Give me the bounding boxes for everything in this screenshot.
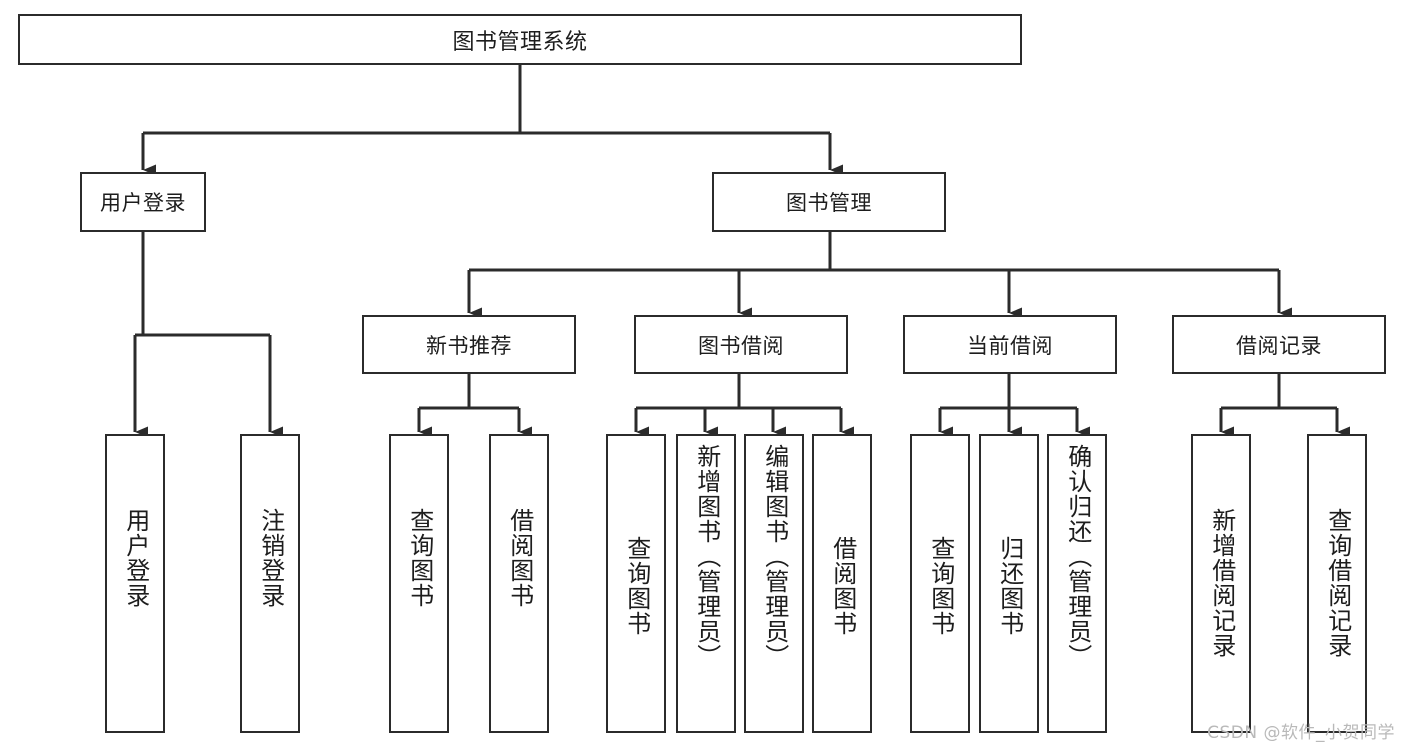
leaf-borrow-record-query[interactable]: 查询借阅记录 [1307,434,1367,733]
leaf-user-login-logout-label: 注销登录 [256,508,285,608]
node-book-management-label: 图书管理 [786,191,872,215]
node-current-borrow-label: 当前借阅 [967,333,1053,358]
leaf-user-login-login-label: 用户登录 [121,508,150,608]
node-book-borrow[interactable]: 图书借阅 [634,315,848,374]
leaf-book-borrow-edit-label: 编辑图书（管理员） [760,444,789,669]
leaf-current-borrow-query[interactable]: 查询图书 [910,434,970,733]
leaf-current-borrow-query-label: 查询图书 [926,536,955,636]
node-book-borrow-label: 图书借阅 [698,333,784,358]
watermark: CSDN @软件_小贺同学 [1207,723,1395,743]
leaf-book-borrow-borrow[interactable]: 借阅图书 [812,434,872,733]
leaf-current-borrow-confirm-return[interactable]: 确认归还（管理员） [1047,434,1107,733]
node-current-borrow[interactable]: 当前借阅 [903,315,1117,374]
leaf-new-book-query-label: 查询图书 [405,508,434,608]
leaf-current-borrow-return[interactable]: 归还图书 [979,434,1039,733]
node-new-book-recommend-label: 新书推荐 [426,333,512,358]
leaf-new-book-query[interactable]: 查询图书 [389,434,449,733]
leaf-book-borrow-query-label: 查询图书 [622,536,651,636]
leaf-book-borrow-query[interactable]: 查询图书 [606,434,666,733]
node-new-book-recommend[interactable]: 新书推荐 [362,315,576,374]
leaf-new-book-borrow[interactable]: 借阅图书 [489,434,549,733]
leaf-current-borrow-confirm-return-label: 确认归还（管理员） [1063,444,1092,669]
node-root-system-label: 图书管理系统 [452,29,588,55]
leaf-book-borrow-add[interactable]: 新增图书（管理员） [676,434,736,733]
leaf-book-borrow-add-label: 新增图书（管理员） [692,444,721,669]
leaf-user-login-logout[interactable]: 注销登录 [240,434,300,733]
leaf-user-login-login[interactable]: 用户登录 [105,434,165,733]
leaf-new-book-borrow-label: 借阅图书 [505,508,534,608]
leaf-borrow-record-add-label: 新增借阅记录 [1207,508,1236,658]
leaf-book-borrow-edit[interactable]: 编辑图书（管理员） [744,434,804,733]
node-user-login-label: 用户登录 [100,191,186,215]
leaf-borrow-record-add[interactable]: 新增借阅记录 [1191,434,1251,733]
node-root-system[interactable]: 图书管理系统 [18,14,1022,65]
node-user-login[interactable]: 用户登录 [80,172,206,232]
node-borrow-record-label: 借阅记录 [1236,333,1322,358]
leaf-borrow-record-query-label: 查询借阅记录 [1323,508,1352,658]
leaf-current-borrow-return-label: 归还图书 [995,536,1024,636]
leaf-book-borrow-borrow-label: 借阅图书 [828,536,857,636]
node-book-management[interactable]: 图书管理 [712,172,946,232]
node-borrow-record[interactable]: 借阅记录 [1172,315,1386,374]
